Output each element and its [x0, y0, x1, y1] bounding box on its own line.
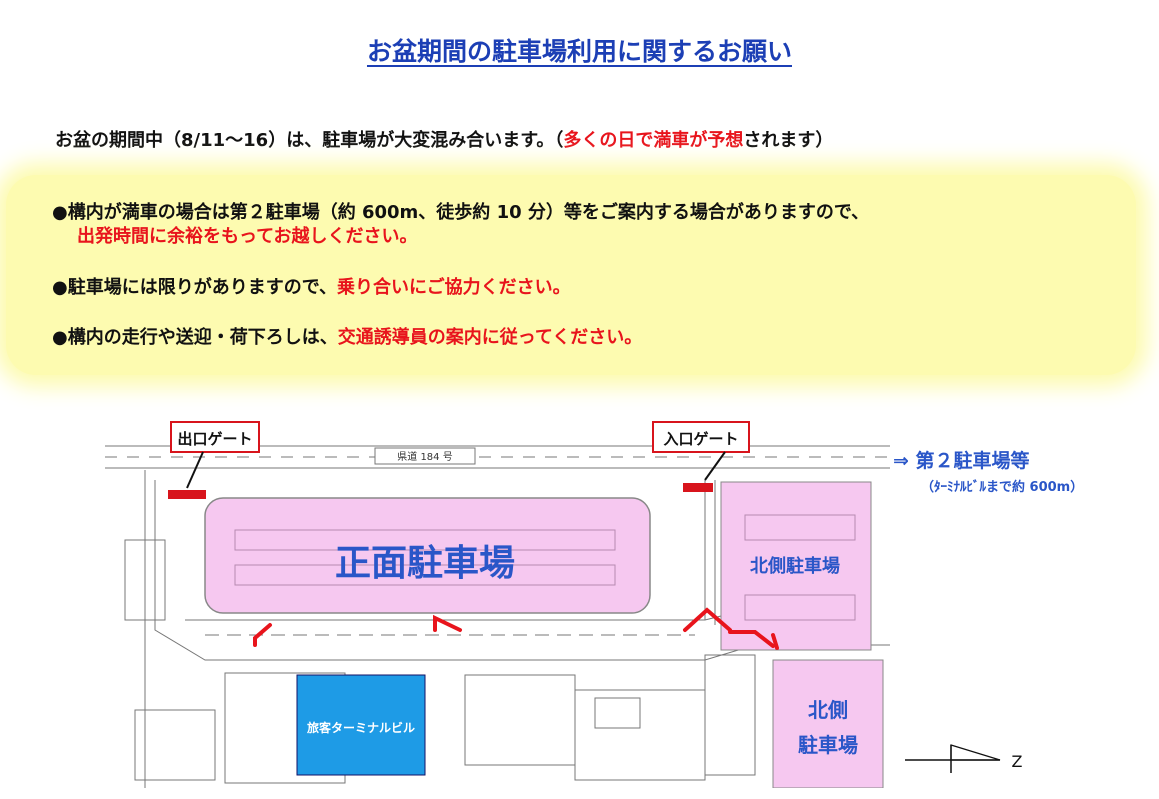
second-parking-label: ⇒ 第２駐車場等 — [893, 450, 1030, 472]
entrance-gate-callout — [652, 421, 750, 453]
north-parking-label: 北側駐車場 — [750, 555, 840, 577]
intro-highlight: 多くの日で満車が予想 — [563, 130, 744, 151]
terminal-building — [296, 674, 426, 776]
north-parking-2-area — [772, 659, 884, 789]
parking-map: 出口ゲート 入口ゲート 県道 184 号 正面駐車場 北側駐車場 北側 駐車場 … — [105, 420, 890, 789]
terminal-label: 旅客ターミナルビル — [307, 720, 415, 735]
second-parking-note: （ﾀｰﾐﾅﾙﾋﾞﾙまで約 600m） — [921, 480, 1084, 495]
parking-map-svg: 出口ゲート 入口ゲート 県道 184 号 正面駐車場 北側駐車場 北側 駐車場 … — [105, 421, 890, 789]
front-parking-label: 正面駐車場 — [335, 543, 515, 584]
intro-part1: お盆の期間中（8/11～16）は、駐車場が大変混み合います。（ — [55, 130, 564, 151]
notice-item-traffic: ●構内の走行や送迎・荷下ろしは、交通誘導員の案内に従ってください。 — [52, 323, 642, 349]
entrance-gate-label: 入口ゲート — [663, 430, 738, 448]
page-title-text: お盆期間の駐車場利用に関するお願い — [366, 37, 792, 66]
exit-gate-callout — [170, 421, 260, 453]
north-parking-2-label-a: 北側 — [808, 698, 848, 722]
notice-item-carpool: ●駐車場には限りがありますので、乗り合いにご協力ください。 — [52, 273, 571, 299]
intro-text: お盆の期間中（8/11～16）は、駐車場が大変混み合います。（多くの日で満車が予… — [55, 126, 1145, 152]
compass-icon: Z — [905, 744, 1023, 773]
notice-traffic-text: ●構内の走行や送迎・荷下ろしは、 — [52, 327, 338, 348]
notice-traffic-red: 交通誘導員の案内に従ってください。 — [337, 327, 643, 348]
notice-item-full-lot-red: 出発時間に余裕をもってお越しください。 — [77, 226, 418, 247]
north-compass: Z — [905, 737, 1035, 777]
entrance-gate-bar — [683, 483, 713, 492]
north-parking-area — [720, 481, 872, 651]
north-parking-2-label-b: 駐車場 — [798, 733, 858, 757]
compass-letter: Z — [1012, 752, 1023, 771]
front-parking-stalls — [234, 529, 616, 586]
exit-gate-label: 出口ゲート — [177, 430, 252, 448]
road-label: 県道 184 号 — [397, 450, 452, 463]
notice-carpool-text: ●駐車場には限りがありますので、 — [52, 277, 337, 298]
exit-gate-bar — [168, 490, 206, 499]
page-title: お盆期間の駐車場利用に関するお願い — [0, 32, 1159, 68]
notice-carpool-red: 乗り合いにご協力ください。 — [337, 277, 571, 298]
front-parking-area — [204, 497, 651, 614]
intro-part2: されます） — [743, 130, 834, 151]
notice-item-full-lot: ●構内が満車の場合は第２駐車場（約 600m、徒歩約 10 分）等をご案内する場… — [52, 202, 870, 223]
traffic-arrows — [253, 607, 779, 650]
notice-box — [6, 175, 1136, 375]
